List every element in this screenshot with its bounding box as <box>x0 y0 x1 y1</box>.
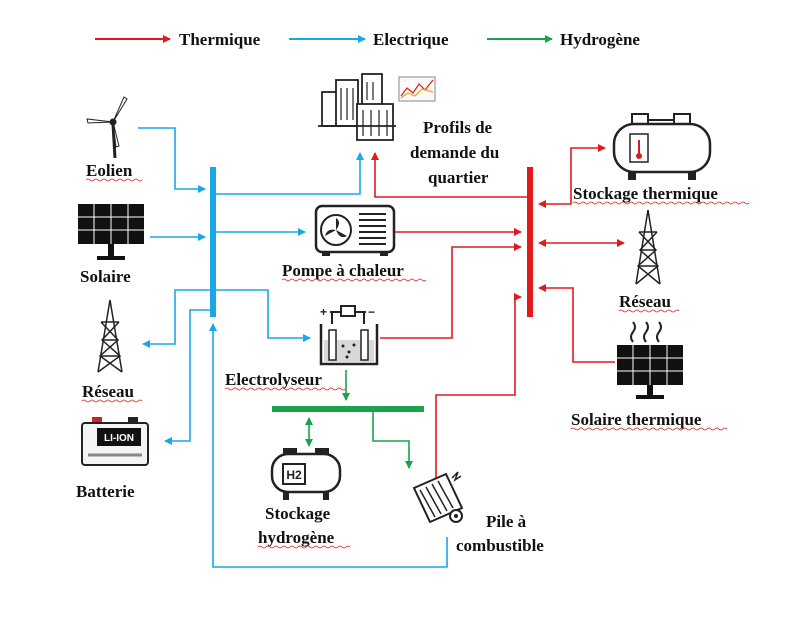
thermal-bus <box>527 167 533 317</box>
flow-bus-to-profils-thermal <box>371 152 527 198</box>
electrolyser-icon: + − <box>319 305 379 366</box>
stockage-thermique-label: Stockage thermique <box>573 184 718 203</box>
flow-eolien-to-bus <box>138 127 206 193</box>
flow-bus-to-electrolyseur <box>216 289 311 342</box>
hydrogen-tank-icon: H2 <box>270 448 342 500</box>
battery-icon: LI-ION <box>81 417 149 466</box>
fuel-cell-icon <box>412 471 464 524</box>
batterie-label: Batterie <box>76 482 135 501</box>
pile-label-line2: combustible <box>456 536 544 555</box>
electrolyseur-label: Electrolyseur <box>225 370 322 389</box>
thermal-tank-icon <box>612 113 712 180</box>
heat-pump-icon <box>314 204 396 256</box>
flow-bus-to-reseau <box>142 289 210 348</box>
flow-h2bus-to-pile <box>372 412 413 469</box>
reseau-elec-label: Réseau <box>82 382 134 401</box>
electric-flows <box>138 127 448 568</box>
flow-electrolyseur-to-bus <box>380 243 522 339</box>
svg-text:+: + <box>320 305 327 319</box>
pile-label-line1: Pile à <box>486 512 527 531</box>
stockage-h2-label-line1: Stockage <box>265 504 331 523</box>
eolien-label: Eolien <box>86 161 133 180</box>
solar-thermal-icon <box>617 321 683 399</box>
flow-bus-stockage-thermique <box>538 144 606 208</box>
legend-hydrogene-label: Hydrogène <box>560 30 640 49</box>
profils-label-line3: quartier <box>428 168 489 187</box>
battery-badge: LI-ION <box>104 433 134 444</box>
solaire-label: Solaire <box>80 267 131 286</box>
flow-pile-to-bus-thermal <box>435 293 522 480</box>
solaire-thermique-label: Solaire thermique <box>571 410 702 429</box>
flow-bus-to-profils <box>216 152 364 195</box>
flow-bus-to-batterie <box>164 309 210 445</box>
profils-label-line2: demande du <box>410 143 499 162</box>
electric-bus <box>210 167 216 317</box>
legend: Thermique Electrique Hydrogène <box>95 30 640 49</box>
thermal-network-icon <box>635 209 661 285</box>
buildings-icon <box>318 73 396 141</box>
solar-panel-icon <box>78 204 144 260</box>
legend-thermique-label: Thermique <box>179 30 261 49</box>
flow-pile-to-bus <box>209 323 448 568</box>
flow-solaire-thermique-to-bus <box>538 284 615 363</box>
reseau-therm-label: Réseau <box>619 292 671 311</box>
thermal-flows <box>371 144 625 480</box>
wind-turbine-icon <box>86 96 128 159</box>
pompe-label: Pompe à chaleur <box>282 261 404 280</box>
profils-label-line1: Profils de <box>423 118 493 137</box>
stockage-h2-label-line2: hydrogène <box>258 528 335 547</box>
pylon-icon <box>97 299 123 373</box>
h2-badge: H2 <box>286 468 302 482</box>
hydrogen-bus <box>272 406 424 412</box>
legend-electrique-label: Electrique <box>373 30 449 49</box>
svg-text:−: − <box>368 305 375 319</box>
hydrogen-flows <box>305 370 413 469</box>
demand-chart-icon <box>398 76 436 102</box>
